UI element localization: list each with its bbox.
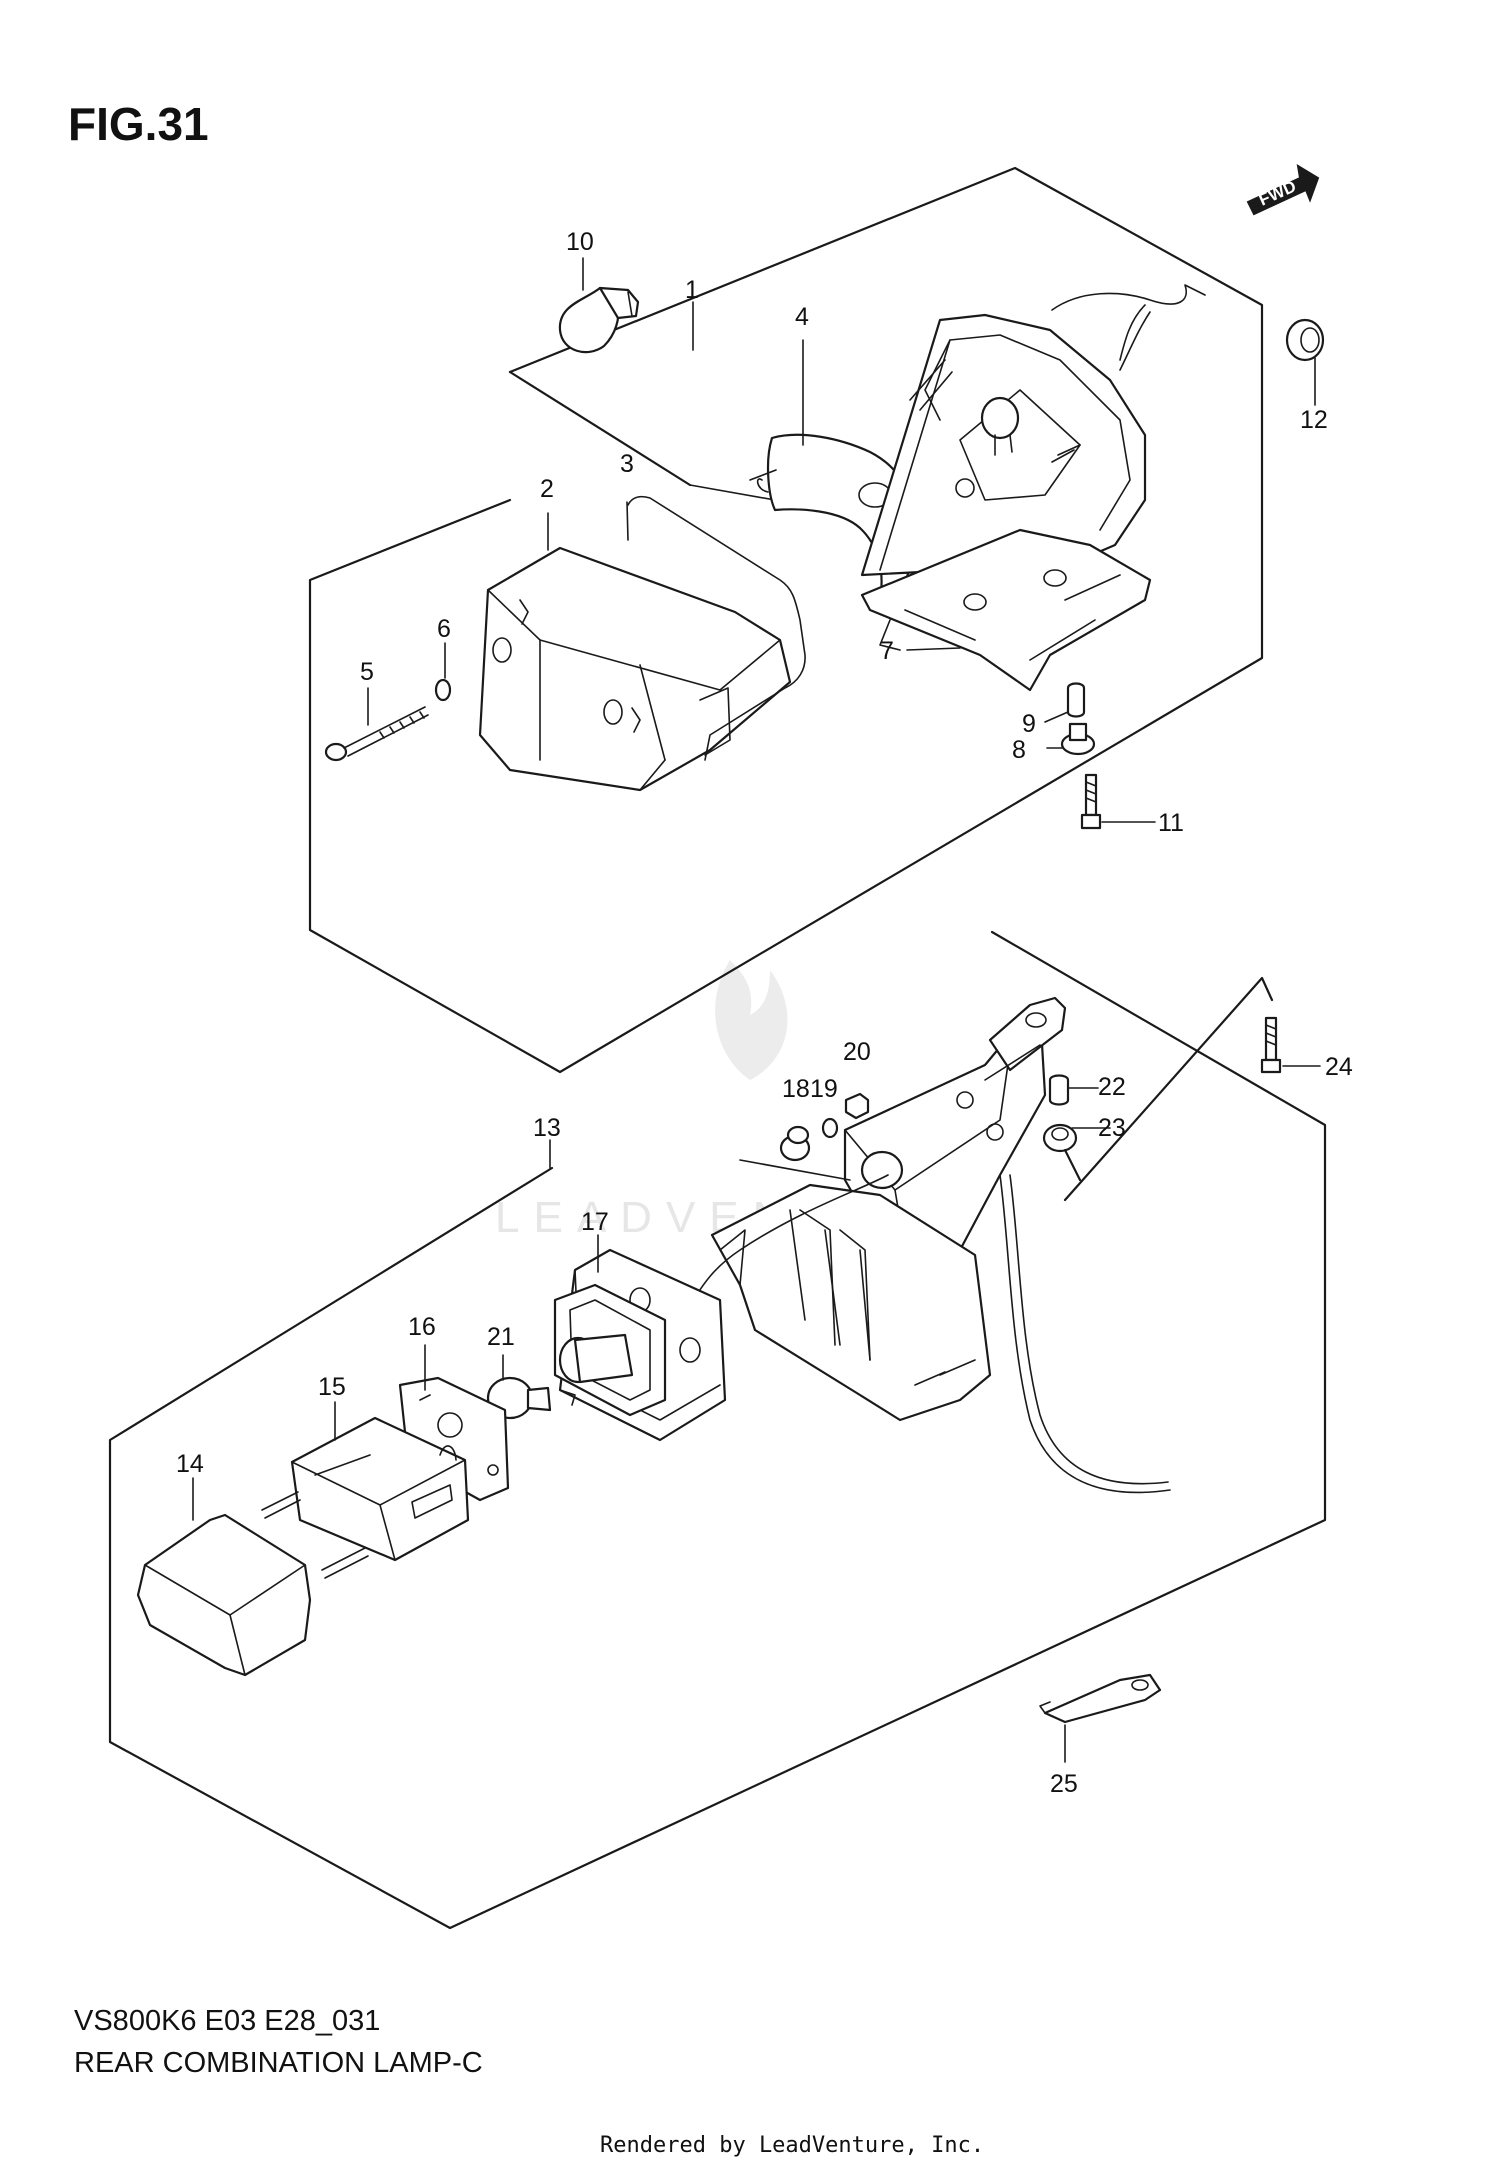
callout-labels: 10 1 4 12 2 3 6 5 7 9 8 11 20 18 19 22 2…	[176, 228, 1353, 1798]
callout-19: 19	[810, 1075, 838, 1103]
lamp-body-part	[290, 1416, 470, 1562]
bulb-part	[558, 286, 640, 354]
frame-guide-line	[508, 370, 692, 487]
callout-14: 14	[176, 1450, 204, 1478]
bolt-part	[1080, 773, 1102, 830]
callout-3: 3	[620, 450, 634, 478]
lens-screw-upper	[261, 1491, 301, 1519]
bolt-24-guide	[1063, 976, 1274, 1202]
callout-1: 1	[685, 276, 699, 304]
callout-25: 25	[1050, 1770, 1078, 1798]
housing-part	[860, 284, 1206, 692]
gasket-part	[627, 495, 806, 761]
lower-guide-line	[739, 1159, 851, 1181]
callout-22: 22	[1098, 1073, 1126, 1101]
clamp-part	[1039, 1673, 1162, 1724]
callout-23: 23	[1098, 1114, 1126, 1142]
lower-rubber-part	[1042, 1123, 1078, 1153]
lens-screw-lower	[321, 1547, 369, 1579]
callout-4: 4	[795, 303, 809, 331]
washer-part	[434, 678, 452, 702]
bulb-socket-part	[558, 1333, 634, 1406]
callout-8: 8	[1012, 736, 1026, 764]
fwd-label: FWD	[1256, 177, 1299, 210]
leader-lines	[192, 257, 1321, 1763]
callout-21: 21	[487, 1323, 515, 1351]
callout-5: 5	[360, 658, 374, 686]
diagram-caption: REAR COMBINATION LAMP-C	[74, 2047, 483, 2079]
model-code: VS800K6 E03 E28_031	[74, 2005, 380, 2037]
lamp-lens-part	[136, 1513, 312, 1677]
callout-6: 6	[437, 615, 451, 643]
callout-18: 18	[782, 1075, 810, 1103]
callout-24: 24	[1325, 1053, 1353, 1081]
figure-title: FIG.31	[68, 98, 209, 150]
screw-part	[324, 706, 429, 762]
license-bracket-part	[710, 996, 1067, 1422]
callout-17: 17	[581, 1208, 609, 1236]
callout-7: 7	[880, 637, 894, 665]
lens-part	[478, 546, 792, 792]
nut-part	[844, 1092, 870, 1120]
render-credit: Rendered by LeadVenture, Inc.	[600, 2133, 984, 2158]
callout-11: 11	[1158, 809, 1184, 837]
callout-10: 10	[566, 228, 594, 256]
callout-16: 16	[408, 1313, 436, 1341]
callout-20: 20	[843, 1038, 871, 1066]
assembly-frame-upper	[308, 166, 1264, 1074]
spacer-part	[1066, 682, 1086, 718]
wire-harness	[689, 1174, 889, 1306]
callout-13: 13	[533, 1114, 561, 1142]
lower-spacer-part	[1048, 1074, 1070, 1106]
lower-grommet-part	[779, 1125, 811, 1162]
callout-9: 9	[1022, 710, 1036, 738]
wire-grommet-part	[1285, 318, 1325, 362]
assembly-frame-lower	[108, 930, 1327, 1930]
lower-washer-part	[821, 1117, 839, 1139]
wire-harness-lead	[999, 1174, 1171, 1494]
rubber-guide	[1063, 1148, 1082, 1182]
lower-bolt-part	[1260, 1016, 1282, 1074]
fwd-arrow-icon: FWD	[1246, 164, 1320, 216]
callout-15: 15	[318, 1373, 346, 1401]
callout-12: 12	[1300, 406, 1328, 434]
callout-2: 2	[540, 475, 554, 503]
grommet-part	[1060, 722, 1096, 756]
